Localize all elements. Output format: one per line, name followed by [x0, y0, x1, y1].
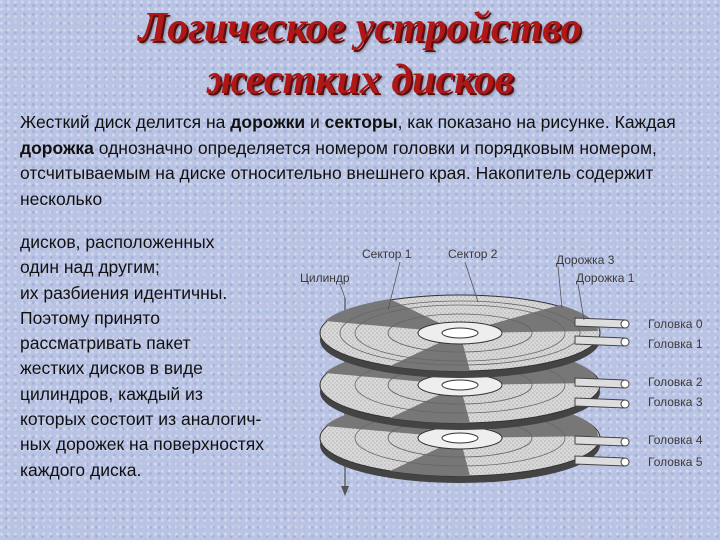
intro-paragraph: Жесткий диск делится на дорожки и сектор… [20, 110, 710, 212]
label-head-0: Головка 0 [648, 317, 703, 331]
label-cylinder: Цилиндр [300, 271, 350, 285]
para-text-3: , как показано на рисунке. Каждая [397, 112, 676, 132]
side-line: дисков, расположенных [20, 232, 215, 252]
side-line: каждого диска. [20, 459, 142, 480]
side-line: один над другим; [20, 257, 160, 278]
side-line: Поэтому принято [20, 307, 160, 328]
label-track-1: Дорожка 1 [576, 271, 635, 285]
label-head-4: Головка 4 [648, 433, 703, 447]
term-tracks: дорожки [230, 112, 306, 132]
side-line: жестких дисков в виде [20, 358, 203, 379]
label-track-3: Дорожка 3 [556, 253, 615, 267]
term-sectors: секторы [324, 112, 398, 132]
side-text: дисков, расположенных один над другим; и… [20, 230, 340, 483]
title-line-1: Логическое устройство [138, 5, 582, 51]
head-arms [574, 317, 630, 467]
side-line: их разбиения идентичны. [20, 282, 228, 303]
platter-1 [319, 294, 601, 378]
para-text-1: Жесткий диск делится на [20, 112, 231, 132]
label-sector-2: Сектор 2 [448, 247, 498, 261]
slide-title: Логическое устройство жестких дисков [0, 2, 720, 106]
term-track: дорожка [20, 137, 94, 158]
side-line: которых состоит из аналогич- [20, 409, 262, 430]
title-line-2: жестких дисков [206, 57, 514, 103]
axis-arrow-icon [341, 486, 349, 496]
para-text-4: однозначно определяется номером головки … [20, 137, 657, 209]
label-head-5: Головка 5 [648, 455, 703, 469]
disk-pack-figure: Сектор 1 Сектор 2 Цилиндр Дорожка 3 Доро… [300, 247, 703, 496]
side-line: ных дорожек на поверхностях [20, 434, 265, 455]
label-head-1: Головка 1 [648, 337, 703, 351]
side-line: рассматривать пакет [20, 333, 191, 354]
label-head-3: Головка 3 [648, 395, 703, 409]
label-head-2: Головка 2 [648, 375, 703, 389]
para-text-2: и [305, 112, 325, 132]
label-sector-1: Сектор 1 [362, 247, 412, 261]
side-line: цилиндров, каждый из [20, 383, 203, 404]
